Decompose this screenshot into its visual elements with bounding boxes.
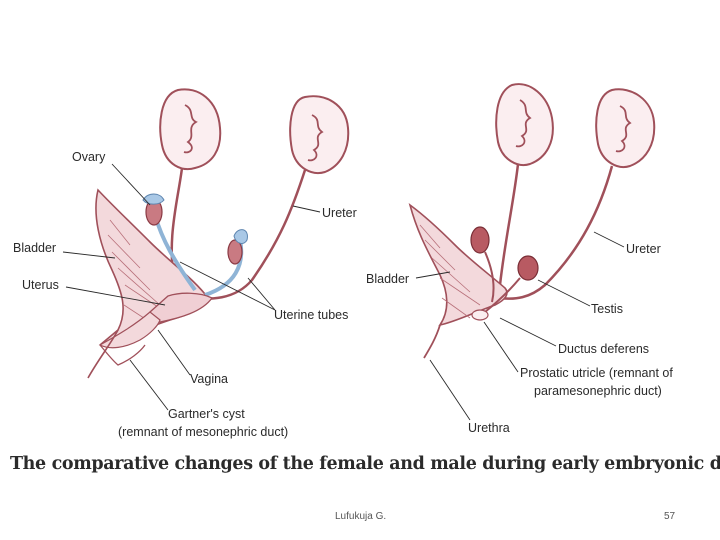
leader-testis (537, 279, 591, 307)
female-kidney-right (289, 95, 350, 174)
leader-uterine-tubes-2 (247, 277, 276, 311)
label-prostatic-utricle: Prostatic utricle (remnant of (520, 366, 673, 380)
footer-author: Lufukuja G. (335, 511, 387, 522)
male-testis-left (470, 226, 490, 254)
page-number: 57 (664, 511, 676, 522)
male-bladder-hatching (419, 224, 481, 319)
leader-ductus-deferens (499, 317, 557, 347)
label-testis: Testis (591, 302, 623, 316)
leader-bladder-male (415, 271, 451, 279)
male-kidney-left (495, 83, 554, 166)
leader-vagina (157, 329, 191, 376)
male-testis-right (517, 255, 539, 281)
female-urethra (87, 329, 119, 379)
female-lower-sinus (99, 344, 146, 366)
male-urethra (423, 324, 441, 359)
male-ductus-deferens-right (484, 277, 521, 313)
leader-ovary (111, 163, 151, 206)
label-ductus-deferens: Ductus deferens (558, 342, 649, 356)
label-ureter-female: Ureter (322, 206, 357, 220)
label-bladder-male: Bladder (366, 272, 409, 286)
leader-prostatic-utricle (483, 321, 519, 373)
label-ureter-male: Ureter (626, 242, 661, 256)
leader-ureter-male (593, 231, 625, 248)
male-diagram: Ureter Bladder Testis Ductus deferens Pr… (366, 83, 673, 435)
label-uterine-tubes: Uterine tubes (274, 308, 348, 322)
male-ureter-left (498, 163, 520, 286)
leader-ureter-female (292, 205, 321, 213)
leader-gartners-cyst (129, 359, 169, 411)
label-gartners-cyst: Gartner's cyst (168, 407, 245, 421)
label-gartners-cyst-note: (remnant of mesonephric duct) (118, 425, 288, 439)
label-prostatic-utricle-note: paramesonephric duct) (534, 384, 662, 398)
male-ureter-right (499, 165, 614, 300)
embryology-diagram: Ovary Ureter Bladder Uterus Uterine tube… (13, 83, 673, 439)
male-prostatic-utricle (471, 309, 489, 321)
female-fimbria-left (142, 193, 165, 205)
female-ovary-right (227, 239, 243, 265)
female-fimbria-right (233, 229, 248, 244)
leader-bladder-female (62, 251, 116, 259)
diagram-caption: The comparative changes of the female an… (10, 454, 720, 474)
leader-uterine-tubes-1 (179, 261, 276, 311)
female-kidney (159, 88, 222, 170)
leader-uterus (65, 286, 166, 306)
female-vagina (98, 311, 161, 349)
male-ductus-deferens-left (484, 251, 495, 303)
label-ovary: Ovary (72, 150, 106, 164)
label-vagina: Vagina (190, 372, 228, 386)
label-bladder-female: Bladder (13, 241, 56, 255)
label-urethra: Urethra (468, 421, 510, 435)
female-diagram: Ovary Ureter Bladder Uterus Uterine tube… (13, 88, 357, 439)
male-kidney-right (595, 88, 656, 168)
label-uterus: Uterus (22, 278, 59, 292)
male-bladder (408, 203, 508, 327)
leader-urethra (429, 359, 471, 421)
